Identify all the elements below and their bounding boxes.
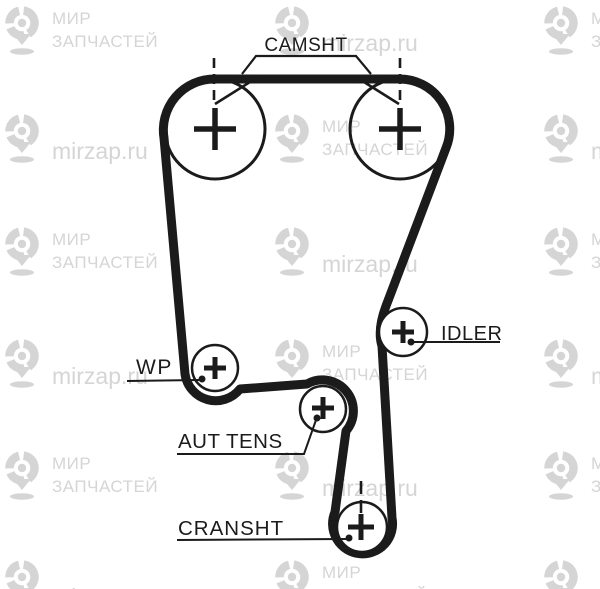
tensioner-leader-line [177,419,317,455]
brand-pin-icon [5,339,39,388]
cross-mark-water-pump [204,357,226,379]
wp-label: WP [136,356,173,379]
brand-pin-icon [544,451,578,500]
idler-leader-dot [407,338,415,346]
brand-pin-icon [5,6,39,55]
brand-pin-icon [5,114,39,163]
brand-pin-icon [5,227,39,276]
watermark-block: mirzap.ru [2,337,148,390]
crankshaft-leader-dot [345,534,353,542]
cross-mark-camshaft-left [194,108,236,150]
watermark-block: mirzap.ru [272,4,418,57]
watermark-block: mirzap.ru [2,112,148,165]
timing-mark-line-camshaft-left [214,75,259,106]
idler-label: IDLER [441,323,502,345]
watermark-site-text: mirzap.ru [52,363,148,389]
brand-pin-icon [275,114,309,163]
aut-tens-label: AUT TENS [178,430,283,453]
cross-mark-tensioner [312,397,334,419]
watermark-site-text: mirzap.ru [52,584,148,589]
timing-mark-line-camshaft-right [355,75,400,106]
timing-belt [158,74,455,559]
tensioner-leader-dot [313,414,321,422]
camshaft-bracket [241,54,372,75]
brand-pin-icon [275,227,309,276]
watermark-block: mirzap.ru [541,112,600,165]
brand-pin-icon [275,6,309,55]
brand-pin-icon [5,451,39,500]
brand-pin-icon [544,6,578,55]
brand-pin-icon [544,339,578,388]
watermark-block: mirzap.ru [541,337,600,390]
cross-mark-crankshaft [348,514,374,540]
camshaft-label: CAMSHT [264,35,347,56]
wp-leader-line [126,379,200,382]
cross-mark-idler [392,321,414,343]
brand-pin-icon [544,227,578,276]
crankshaft-leader-line [176,538,348,541]
cross-mark-camshaft-right [379,108,421,150]
brand-pin-icon [275,451,309,500]
watermark-site-text: mirzap.ru [322,30,418,56]
watermark-site-text: mirzap.ru [591,363,600,390]
watermark-site-text: mirzap.ru [52,138,148,164]
watermark-site-text: mirzap.ru [591,584,600,589]
cransht-label: CRANSHT [178,517,284,540]
watermark-site-text: mirzap.ru [591,138,600,165]
brand-pin-icon [544,114,578,163]
wp-leader-dot [198,375,206,383]
